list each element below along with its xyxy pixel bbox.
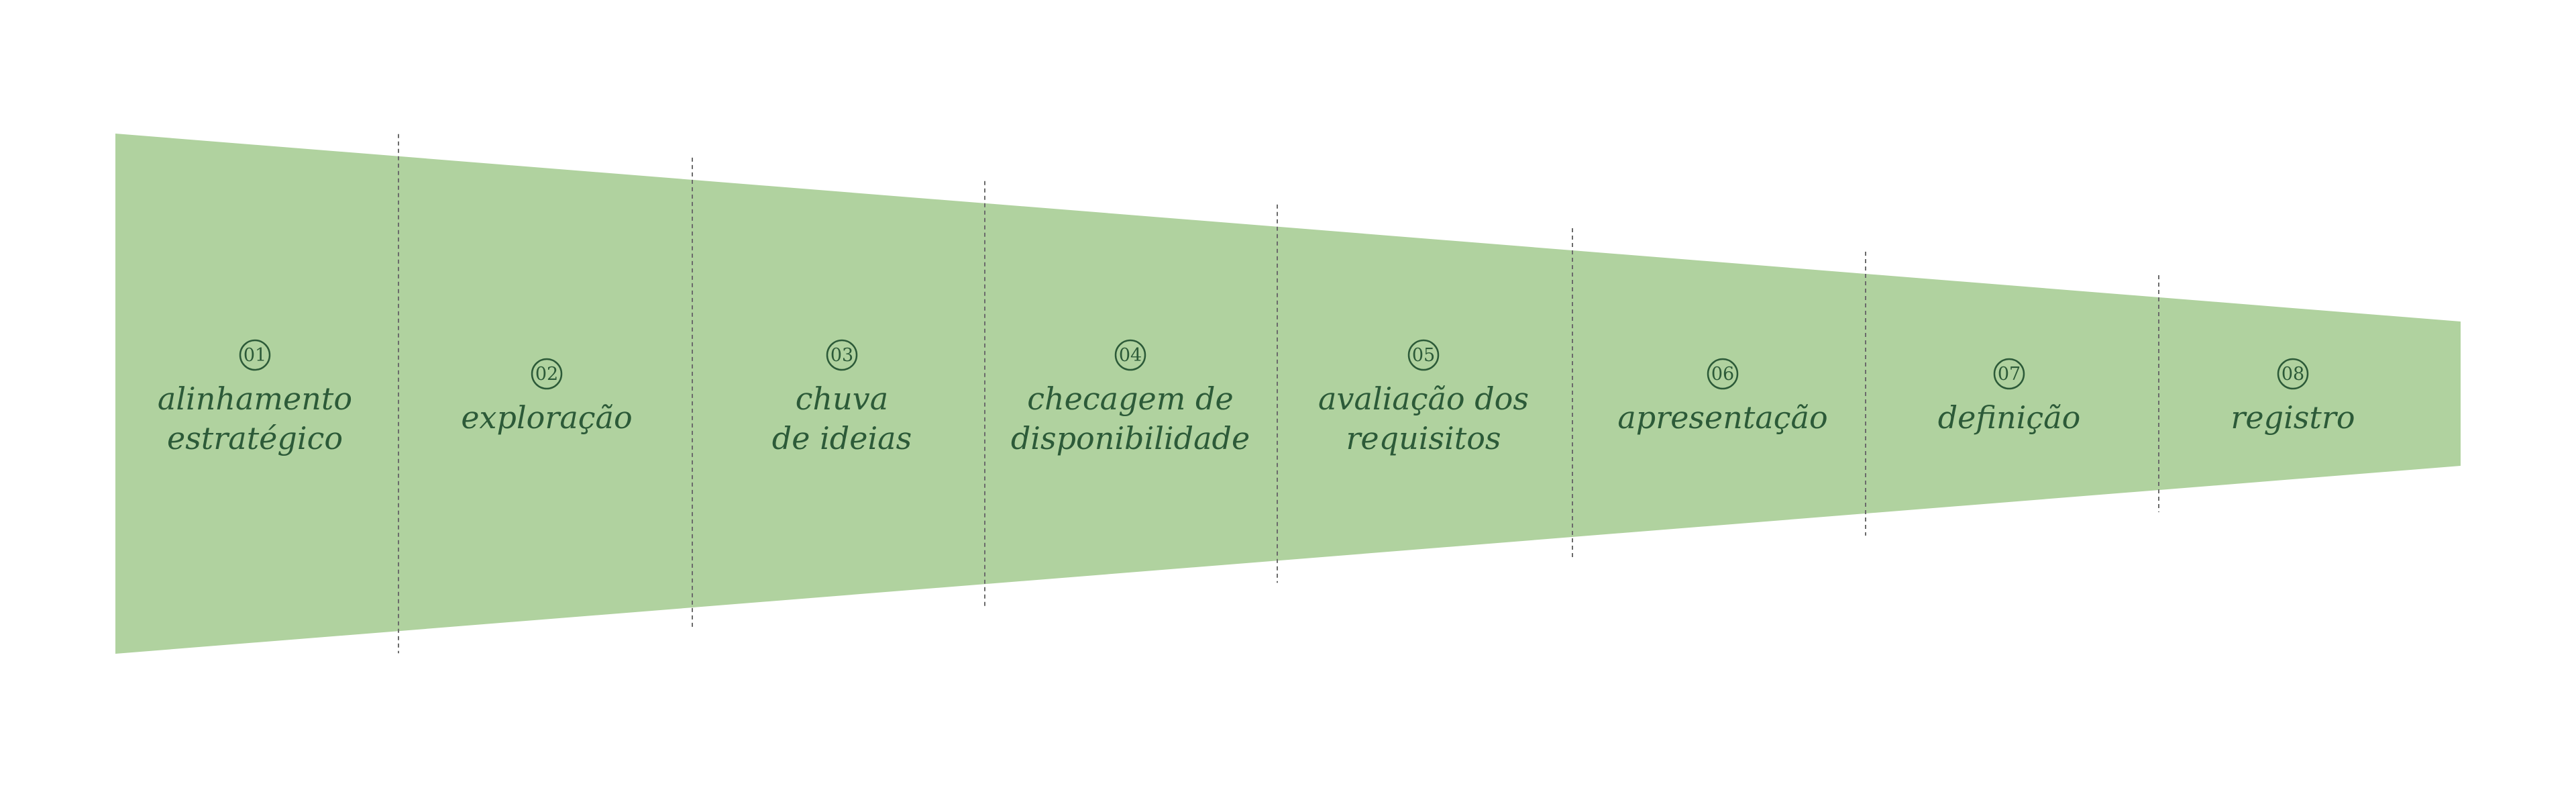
step-number: 07 bbox=[1998, 364, 2021, 385]
step-number: 06 bbox=[1711, 364, 1734, 385]
stage-07: 07 definição bbox=[1938, 358, 2081, 436]
step-label-line: requisitos bbox=[1346, 420, 1501, 456]
stage-08: 08 registro bbox=[2231, 358, 2355, 436]
step-number-badge bbox=[1407, 339, 1440, 371]
step-number-badge bbox=[1707, 358, 1739, 390]
step-number-badge bbox=[1114, 339, 1146, 371]
step-label-line: disponibilidade bbox=[1011, 420, 1250, 456]
step-label-line: estratégico bbox=[167, 420, 343, 456]
step-number-badge bbox=[239, 339, 271, 371]
step-number: 04 bbox=[1119, 345, 1142, 366]
step-number-badge bbox=[531, 358, 563, 390]
step-number-badge bbox=[1993, 358, 2025, 390]
step-label-line: chuva bbox=[796, 381, 888, 417]
step-number: 05 bbox=[1412, 345, 1435, 366]
step-label-line: alinhamento bbox=[158, 381, 352, 417]
step-label-line: de ideias bbox=[772, 420, 912, 456]
stage-02: 02 exploração bbox=[461, 358, 633, 436]
step-label-line: apresentação bbox=[1617, 399, 1827, 436]
step-number-badge bbox=[826, 339, 858, 371]
step-number: 08 bbox=[2282, 364, 2304, 385]
step-number: 01 bbox=[244, 345, 266, 366]
step-number: 03 bbox=[830, 345, 853, 366]
stage-06: 06 apresentação bbox=[1617, 358, 1828, 436]
step-label-line: checagem de bbox=[1027, 381, 1233, 417]
step-label-line: avaliação dos bbox=[1318, 381, 1529, 417]
step-number-badge bbox=[2277, 358, 2309, 390]
funnel-shape bbox=[115, 134, 2461, 654]
step-number: 02 bbox=[535, 364, 558, 385]
stage-dividers bbox=[398, 134, 2159, 654]
step-label-line: definição bbox=[1938, 399, 2081, 436]
step-label-line: exploração bbox=[461, 399, 632, 436]
step-label-line: registro bbox=[2231, 399, 2355, 436]
